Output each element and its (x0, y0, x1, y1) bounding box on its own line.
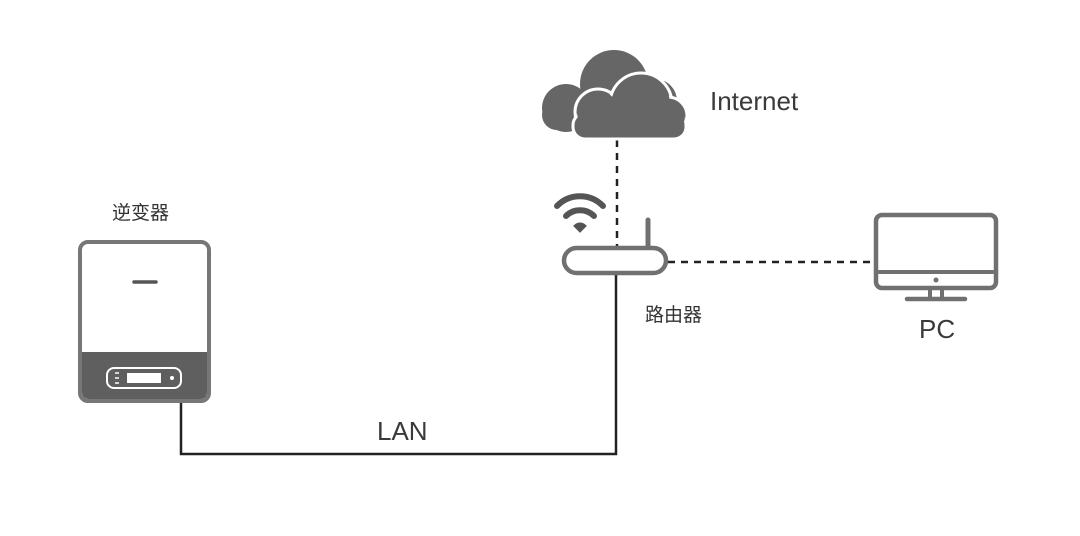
router-icon (561, 217, 669, 276)
wifi-icon (554, 193, 606, 233)
inverter-label: 逆变器 (112, 202, 170, 224)
inverter-icon (78, 240, 211, 403)
connections (179, 140, 870, 456)
pc-label: PC (919, 314, 956, 344)
lan-label: LAN (377, 416, 428, 446)
internet-label: Internet (710, 86, 799, 116)
inverter-display-panel (106, 367, 182, 389)
lan-cable (179, 275, 618, 456)
monitor-icon (873, 212, 999, 302)
cloud-icon (542, 50, 689, 141)
router-label: 路由器 (645, 304, 703, 326)
